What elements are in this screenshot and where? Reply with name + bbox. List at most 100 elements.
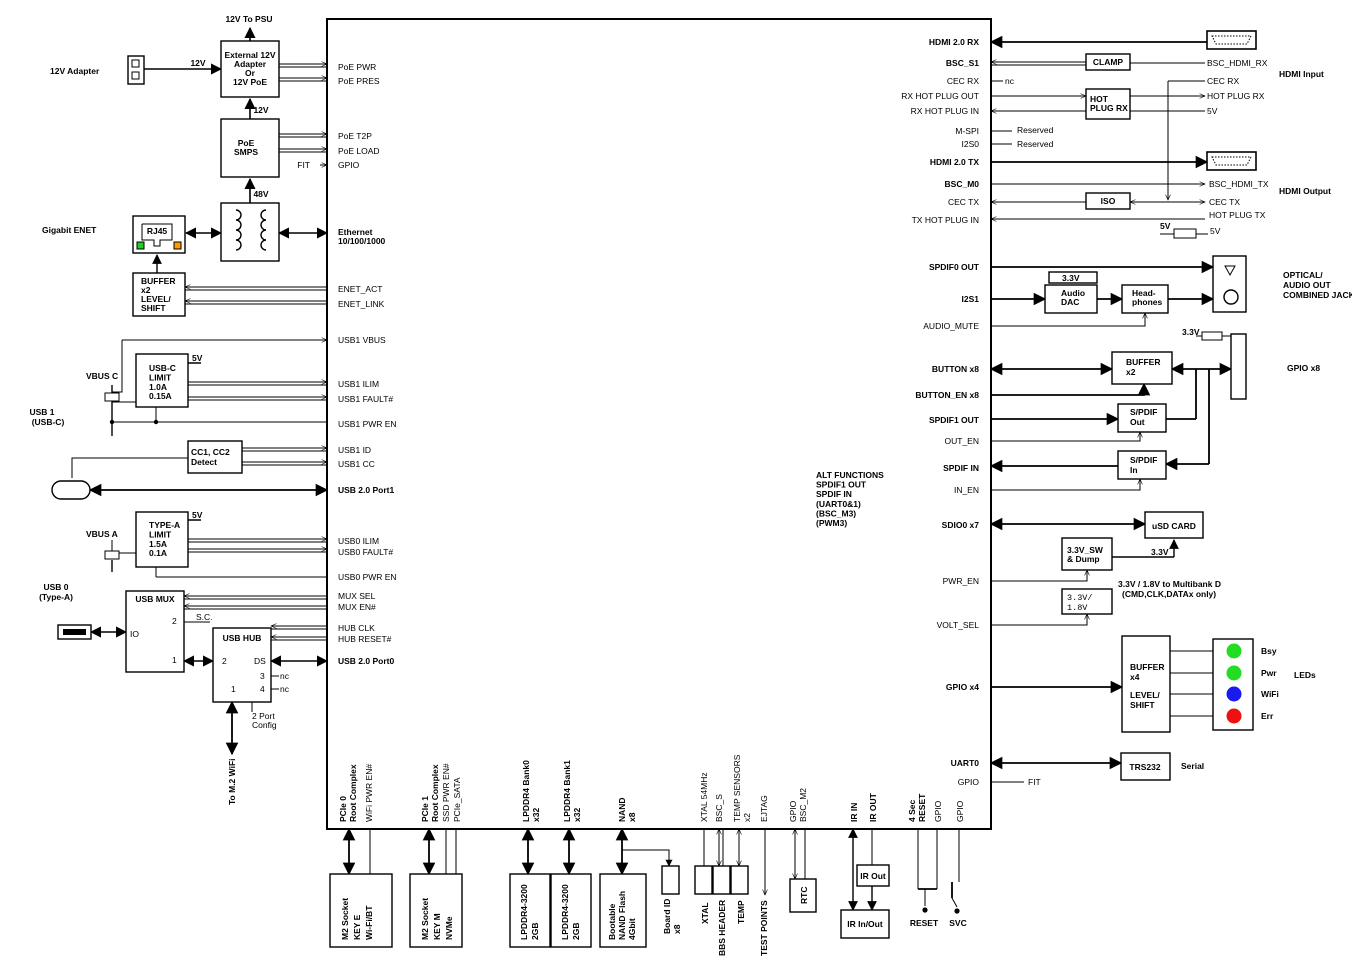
label: Board ID: [662, 899, 672, 934]
label: Gigabit ENET: [42, 225, 97, 235]
soc-pin-left: MUX SEL: [338, 591, 376, 601]
soc-pin-left: MUX EN#: [338, 602, 376, 612]
soc-pin-right: GPIO x4: [946, 682, 979, 692]
label: 1.5A: [149, 539, 167, 549]
soc-pin-left: Ethernet: [338, 227, 373, 237]
wire: [951, 897, 958, 908]
pin-bottom: TEMP SENSORS: [732, 754, 742, 822]
ext-psu-box: [220, 40, 280, 98]
label: & Dump: [1067, 554, 1100, 564]
rtc-box: [789, 878, 817, 913]
label: 3.3V: [1182, 327, 1200, 337]
label: Audio: [1061, 288, 1085, 298]
label: Pwr: [1261, 668, 1277, 678]
label: USB HUB: [223, 633, 262, 643]
alt-functions: ALT FUNCTIONS: [816, 470, 884, 480]
label: SHIFT: [1130, 700, 1155, 710]
pin-bottom: x8: [627, 812, 637, 822]
label: BBS HEADER: [717, 900, 727, 956]
label: x2: [141, 285, 151, 295]
wire: [71, 457, 188, 478]
soc-pin-right: M-SPI: [955, 126, 979, 136]
nand-flash-box: [599, 873, 647, 948]
label: S/PDIF: [1130, 455, 1157, 465]
label: BSC_HDMI_TX: [1209, 179, 1269, 189]
soc-pin-right: CEC TX: [948, 197, 979, 207]
usd-card-box: [1144, 511, 1204, 539]
pin-bottom: x2: [742, 813, 752, 822]
label: S.C.: [196, 612, 213, 622]
status-led-err: [1226, 708, 1242, 724]
hdmi-pins: [1211, 156, 1252, 166]
headphone-jack-icon: [1223, 289, 1239, 305]
soc-pin-right: RX HOT PLUG OUT: [901, 91, 979, 101]
headphones-box: [1121, 284, 1169, 314]
label: LEDs: [1294, 670, 1316, 680]
soc-pin-left: USB 2.0 Port1: [338, 485, 394, 495]
lpddr4-bank0-box: [509, 873, 551, 948]
soc-pin-right: I2S1: [962, 294, 980, 304]
fuse-icon: [104, 550, 120, 560]
label: Err: [1261, 711, 1274, 721]
hdmi-pins: [1211, 35, 1252, 45]
temp-box: [730, 865, 749, 895]
label: 4Gbit: [627, 918, 637, 940]
hot-plug-rx-box: [1085, 88, 1131, 120]
label: HDMI Input: [1279, 69, 1324, 79]
wire: [622, 849, 673, 867]
soc-pin-right: OUT_EN: [945, 436, 979, 446]
m2-wifi-label: To M.2 WiFi: [227, 758, 237, 805]
label: AUDIO OUT: [1283, 280, 1332, 290]
soc-pin-left: PoE PWR: [338, 62, 376, 72]
soc-pin-left: PoE T2P: [338, 131, 372, 141]
label: Reserved: [1017, 139, 1054, 149]
label: KEY M: [432, 913, 442, 940]
label: HDMI Output: [1279, 186, 1331, 196]
gpio-header-icon: [1230, 333, 1247, 400]
pin-bottom: NAND: [617, 797, 627, 822]
wire: [112, 340, 123, 393]
pin-bottom: GPIO: [955, 800, 965, 822]
soc-pin-left: HUB RESET#: [338, 634, 392, 644]
label: HOT: [1090, 94, 1109, 104]
m2-key-e-box: [329, 873, 393, 948]
iso-box: [1085, 192, 1131, 210]
label: x8: [672, 924, 682, 934]
label: Wi-Fi/BT: [364, 905, 374, 940]
cc-detect-box: [187, 440, 243, 474]
wire: [991, 313, 1145, 327]
usb-hub-box: [212, 627, 272, 703]
label: 12V: [253, 105, 268, 115]
label: BUFFER: [1126, 357, 1160, 367]
label: nc: [280, 671, 290, 681]
label: 5V: [1210, 226, 1221, 236]
label: 12V To PSU: [225, 14, 272, 24]
label: (USB-C): [32, 417, 65, 427]
label: LEVEL/: [141, 294, 171, 304]
soc-pin-left: USB1 VBUS: [338, 335, 386, 345]
soc-pin-right: BSC_M0: [945, 179, 980, 189]
audio-3v3-box: [1048, 271, 1098, 284]
soc-pin-right: SPDIF1 OUT: [929, 415, 980, 425]
label: x2: [1126, 367, 1136, 377]
label: TRS232: [1129, 762, 1160, 772]
soc-block: [326, 18, 992, 830]
alt-functions: SPDIF IN: [816, 489, 852, 499]
label: TEMP: [736, 900, 746, 924]
pin-bottom: PCIe_SATA: [452, 777, 462, 822]
label: 0.15A: [149, 391, 172, 401]
pin-bottom: PCIe 1: [420, 796, 430, 822]
label: CC1, CC2: [191, 447, 230, 457]
pin-bottom: PCIe 0: [338, 796, 348, 822]
bbs-header-box: [712, 865, 731, 895]
soc-pin-right: RX HOT PLUG IN: [911, 106, 979, 116]
soc-pin-left: HUB CLK: [338, 623, 375, 633]
soc-pin-left: USB1 ILIM: [338, 379, 379, 389]
soc-pin-left: USB0 FAULT#: [338, 547, 393, 557]
pin-bottom: x32: [531, 808, 541, 822]
label: DAC: [1061, 297, 1079, 307]
sw-dump-box: [1061, 537, 1113, 571]
wire: [991, 382, 1151, 396]
typea-limit-box: [135, 511, 189, 568]
label: KEY E: [352, 914, 362, 940]
